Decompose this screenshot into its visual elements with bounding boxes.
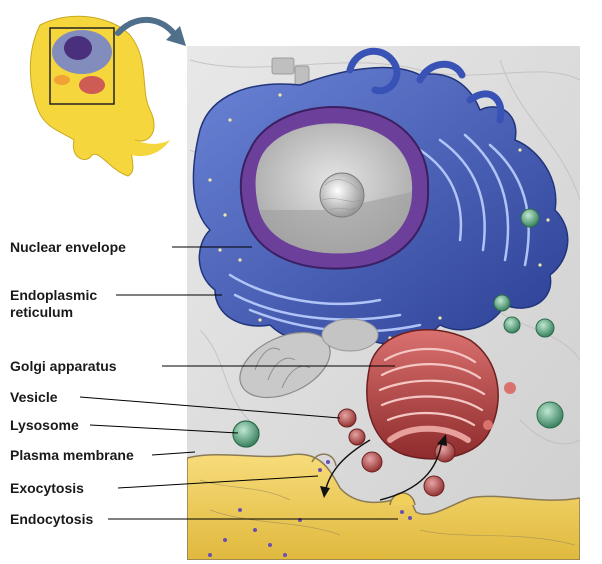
nucleolus (320, 173, 364, 217)
thumbnail-nucleus (64, 36, 92, 60)
vesicle (349, 429, 365, 445)
vesicle (338, 409, 356, 427)
vesicle (483, 420, 493, 430)
label-endoplasmic-reticulum-line1: Endoplasmic (10, 287, 97, 303)
label-plasma-membrane: Plasma membrane (10, 447, 134, 463)
thumbnail-cell (30, 16, 170, 176)
zoomed-cell-panel (187, 46, 580, 560)
lysosome (233, 421, 259, 447)
vesicle (424, 476, 444, 496)
vesicle (504, 382, 516, 394)
nuclear-envelope (241, 107, 428, 269)
label-exocytosis: Exocytosis (10, 480, 84, 496)
label-vesicle: Vesicle (10, 389, 58, 405)
label-endoplasmic-reticulum-line2: reticulum (10, 304, 73, 320)
label-endocytosis: Endocytosis (10, 511, 93, 527)
gray-organelle (322, 319, 378, 351)
vesicle (362, 452, 382, 472)
golgi-apparatus (367, 330, 498, 459)
label-lysosome: Lysosome (10, 417, 79, 433)
label-golgi-apparatus: Golgi apparatus (10, 358, 117, 374)
label-nuclear-envelope: Nuclear envelope (10, 239, 126, 255)
thumbnail-mito (54, 75, 70, 85)
thumbnail-golgi (79, 76, 105, 94)
